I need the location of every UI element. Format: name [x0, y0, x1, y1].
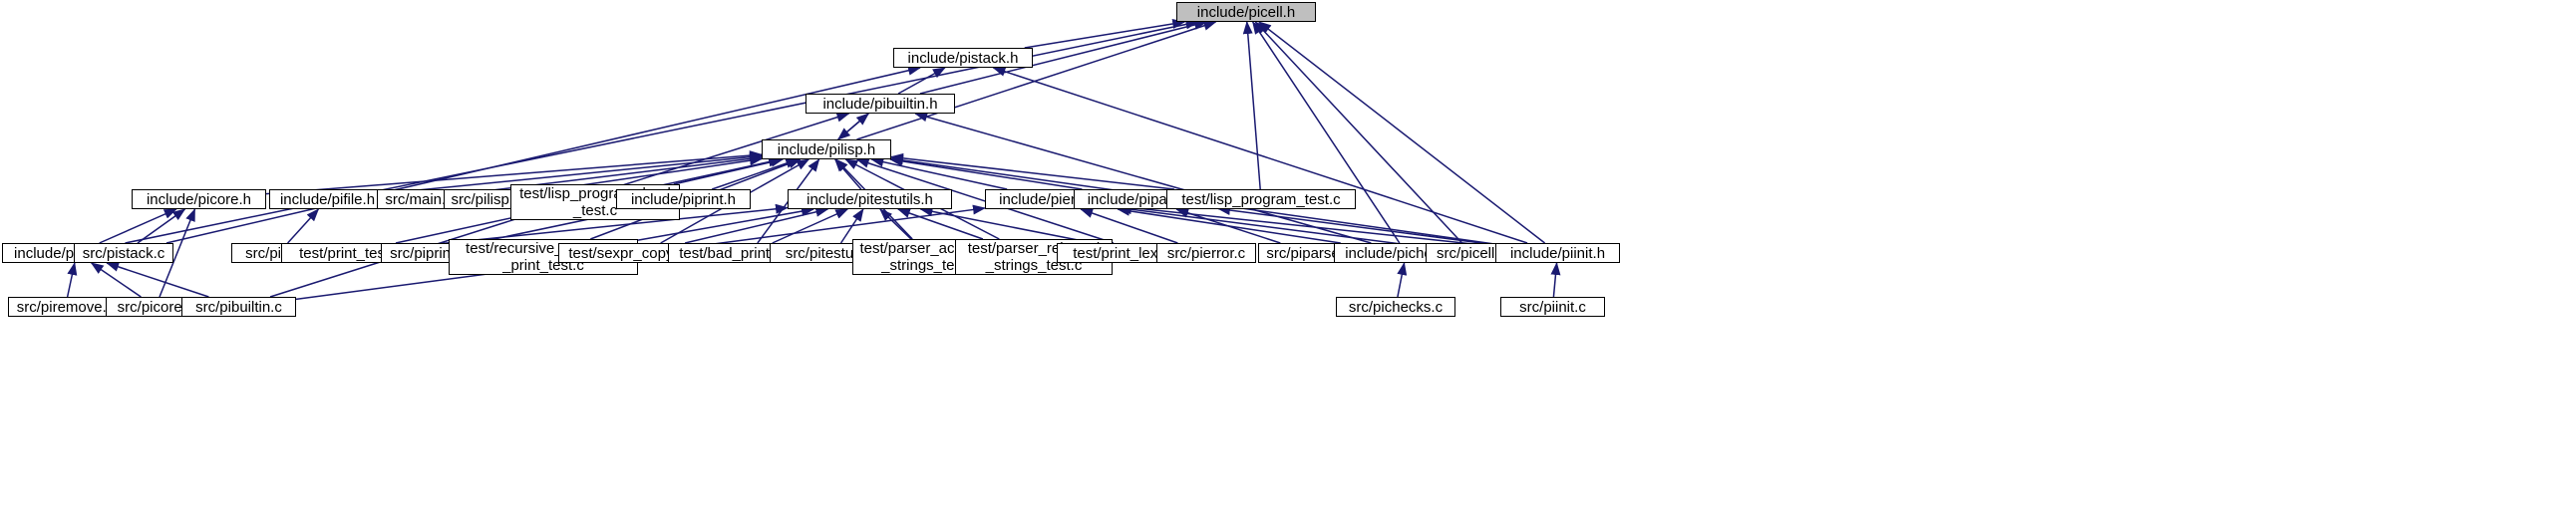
edge-pierror_c-to-pierror_h: [1080, 208, 1178, 244]
edge-sexpr_copy_test_c-to-pitestutils_h: [684, 206, 829, 244]
edge-pichecks_h-to-picell_h: [1252, 21, 1401, 244]
edge-pifile_h-to-pilisp_h: [385, 151, 763, 194]
edge-print_lexer_test_c-to-pitestutils_h: [919, 206, 1094, 244]
edge-lisp_program_test_c-to-pilisp_h: [890, 152, 1174, 190]
node-include-picore-h[interactable]: include/picore.h: [132, 189, 266, 209]
node-src-picell-c[interactable]: src/picell.c: [1426, 243, 1517, 263]
edge-pistack_c-to-picore_h: [137, 208, 186, 244]
edge-picell_c-to-pierror_h: [1119, 204, 1427, 248]
edge-picore_c-to-piremove_h: [90, 262, 142, 298]
edge-picore_h-to-pilisp_h: [265, 150, 763, 195]
edge-picell_c-to-picell_h: [1254, 21, 1463, 244]
edge-pichecks_h-to-pibuiltin_h: [914, 112, 1372, 244]
node-src-pistack-c[interactable]: src/pistack.c: [74, 243, 173, 263]
edge-lisp_program_test_c-to-picell_h: [1242, 21, 1261, 190]
edge-pibuiltin_h-to-pistack_h: [897, 67, 946, 95]
edge-pibuiltin_h-to-pilisp_h: [836, 113, 869, 140]
edge-piprint_h-to-pilisp_h: [711, 158, 800, 190]
edge-pitestutils_h-to-pilisp_h: [834, 158, 862, 190]
edge-piremove_c-to-piremove_h: [66, 262, 78, 298]
edge-parser_accepted_strings_test_c-to-pitestutils_h: [879, 208, 912, 240]
node-test-lisp-program-test-c[interactable]: test/lisp_program_test.c: [1166, 189, 1356, 209]
edge-piinit_h-to-pierror_h: [1119, 202, 1496, 248]
node-include-pibuiltin-h[interactable]: include/pibuiltin.h: [805, 94, 955, 114]
edge-piinit_h-to-piparser_h: [1217, 205, 1496, 246]
node-include-pistack-h[interactable]: include/pistack.h: [893, 48, 1033, 68]
edge-piparser_c-to-piparser_h: [1175, 207, 1281, 244]
edge-piinit_h-to-picell_h: [1258, 21, 1546, 244]
edge-pichecks_c-to-pichecks_h: [1397, 262, 1408, 298]
edge-bad_prints_test_c-to-pitestutils_h: [772, 208, 849, 244]
edge-recursive_structure_print_test_c-to-pitestutils_h: [637, 206, 815, 241]
node-src-piinit-c[interactable]: src/piinit.c: [1500, 297, 1605, 317]
node-src-pibuiltin-c[interactable]: src/pibuiltin.c: [181, 297, 296, 317]
node-include-piprint-h[interactable]: include/piprint.h: [616, 189, 751, 209]
edge-pibuiltin_h-to-picell_h: [919, 20, 1208, 95]
edge-piremove_h-to-picore_h: [99, 208, 177, 244]
edge-pistack_c-to-pistack_h: [165, 65, 922, 244]
edge-piinit_c-to-piinit_h: [1550, 262, 1561, 298]
node-src-pichecks-c[interactable]: src/pichecks.c: [1336, 297, 1455, 317]
node-src-pilisp-c[interactable]: src/pilisp.c: [444, 189, 528, 209]
node-src-pierror-c[interactable]: src/pierror.c: [1156, 243, 1256, 263]
node-include-pitestutils-h[interactable]: include/pitestutils.h: [788, 189, 952, 209]
edge-pistack_h-to-picell_h: [1024, 18, 1186, 49]
edge-piparser_h-to-pilisp_h: [889, 155, 1083, 190]
edge-pibuiltin_c-to-piremove_h: [106, 262, 209, 298]
edge-piinit_h-to-pistack_h: [992, 66, 1528, 244]
edge-parser_rejected_strings_test_c-to-pitestutils_h: [896, 208, 984, 240]
node-include-pifile-h[interactable]: include/pifile.h: [269, 189, 386, 209]
node-include-picell-h[interactable]: include/picell.h: [1176, 2, 1316, 22]
edge-pifile_c-to-pifile_h: [287, 208, 320, 244]
node-src-picore-c[interactable]: src/picore.c: [106, 297, 205, 317]
node-include-piinit-h[interactable]: include/piinit.h: [1495, 243, 1620, 263]
node-src-piremove-c[interactable]: src/piremove.c: [8, 297, 123, 317]
node-include-pilisp-h[interactable]: include/pilisp.h: [762, 139, 891, 159]
